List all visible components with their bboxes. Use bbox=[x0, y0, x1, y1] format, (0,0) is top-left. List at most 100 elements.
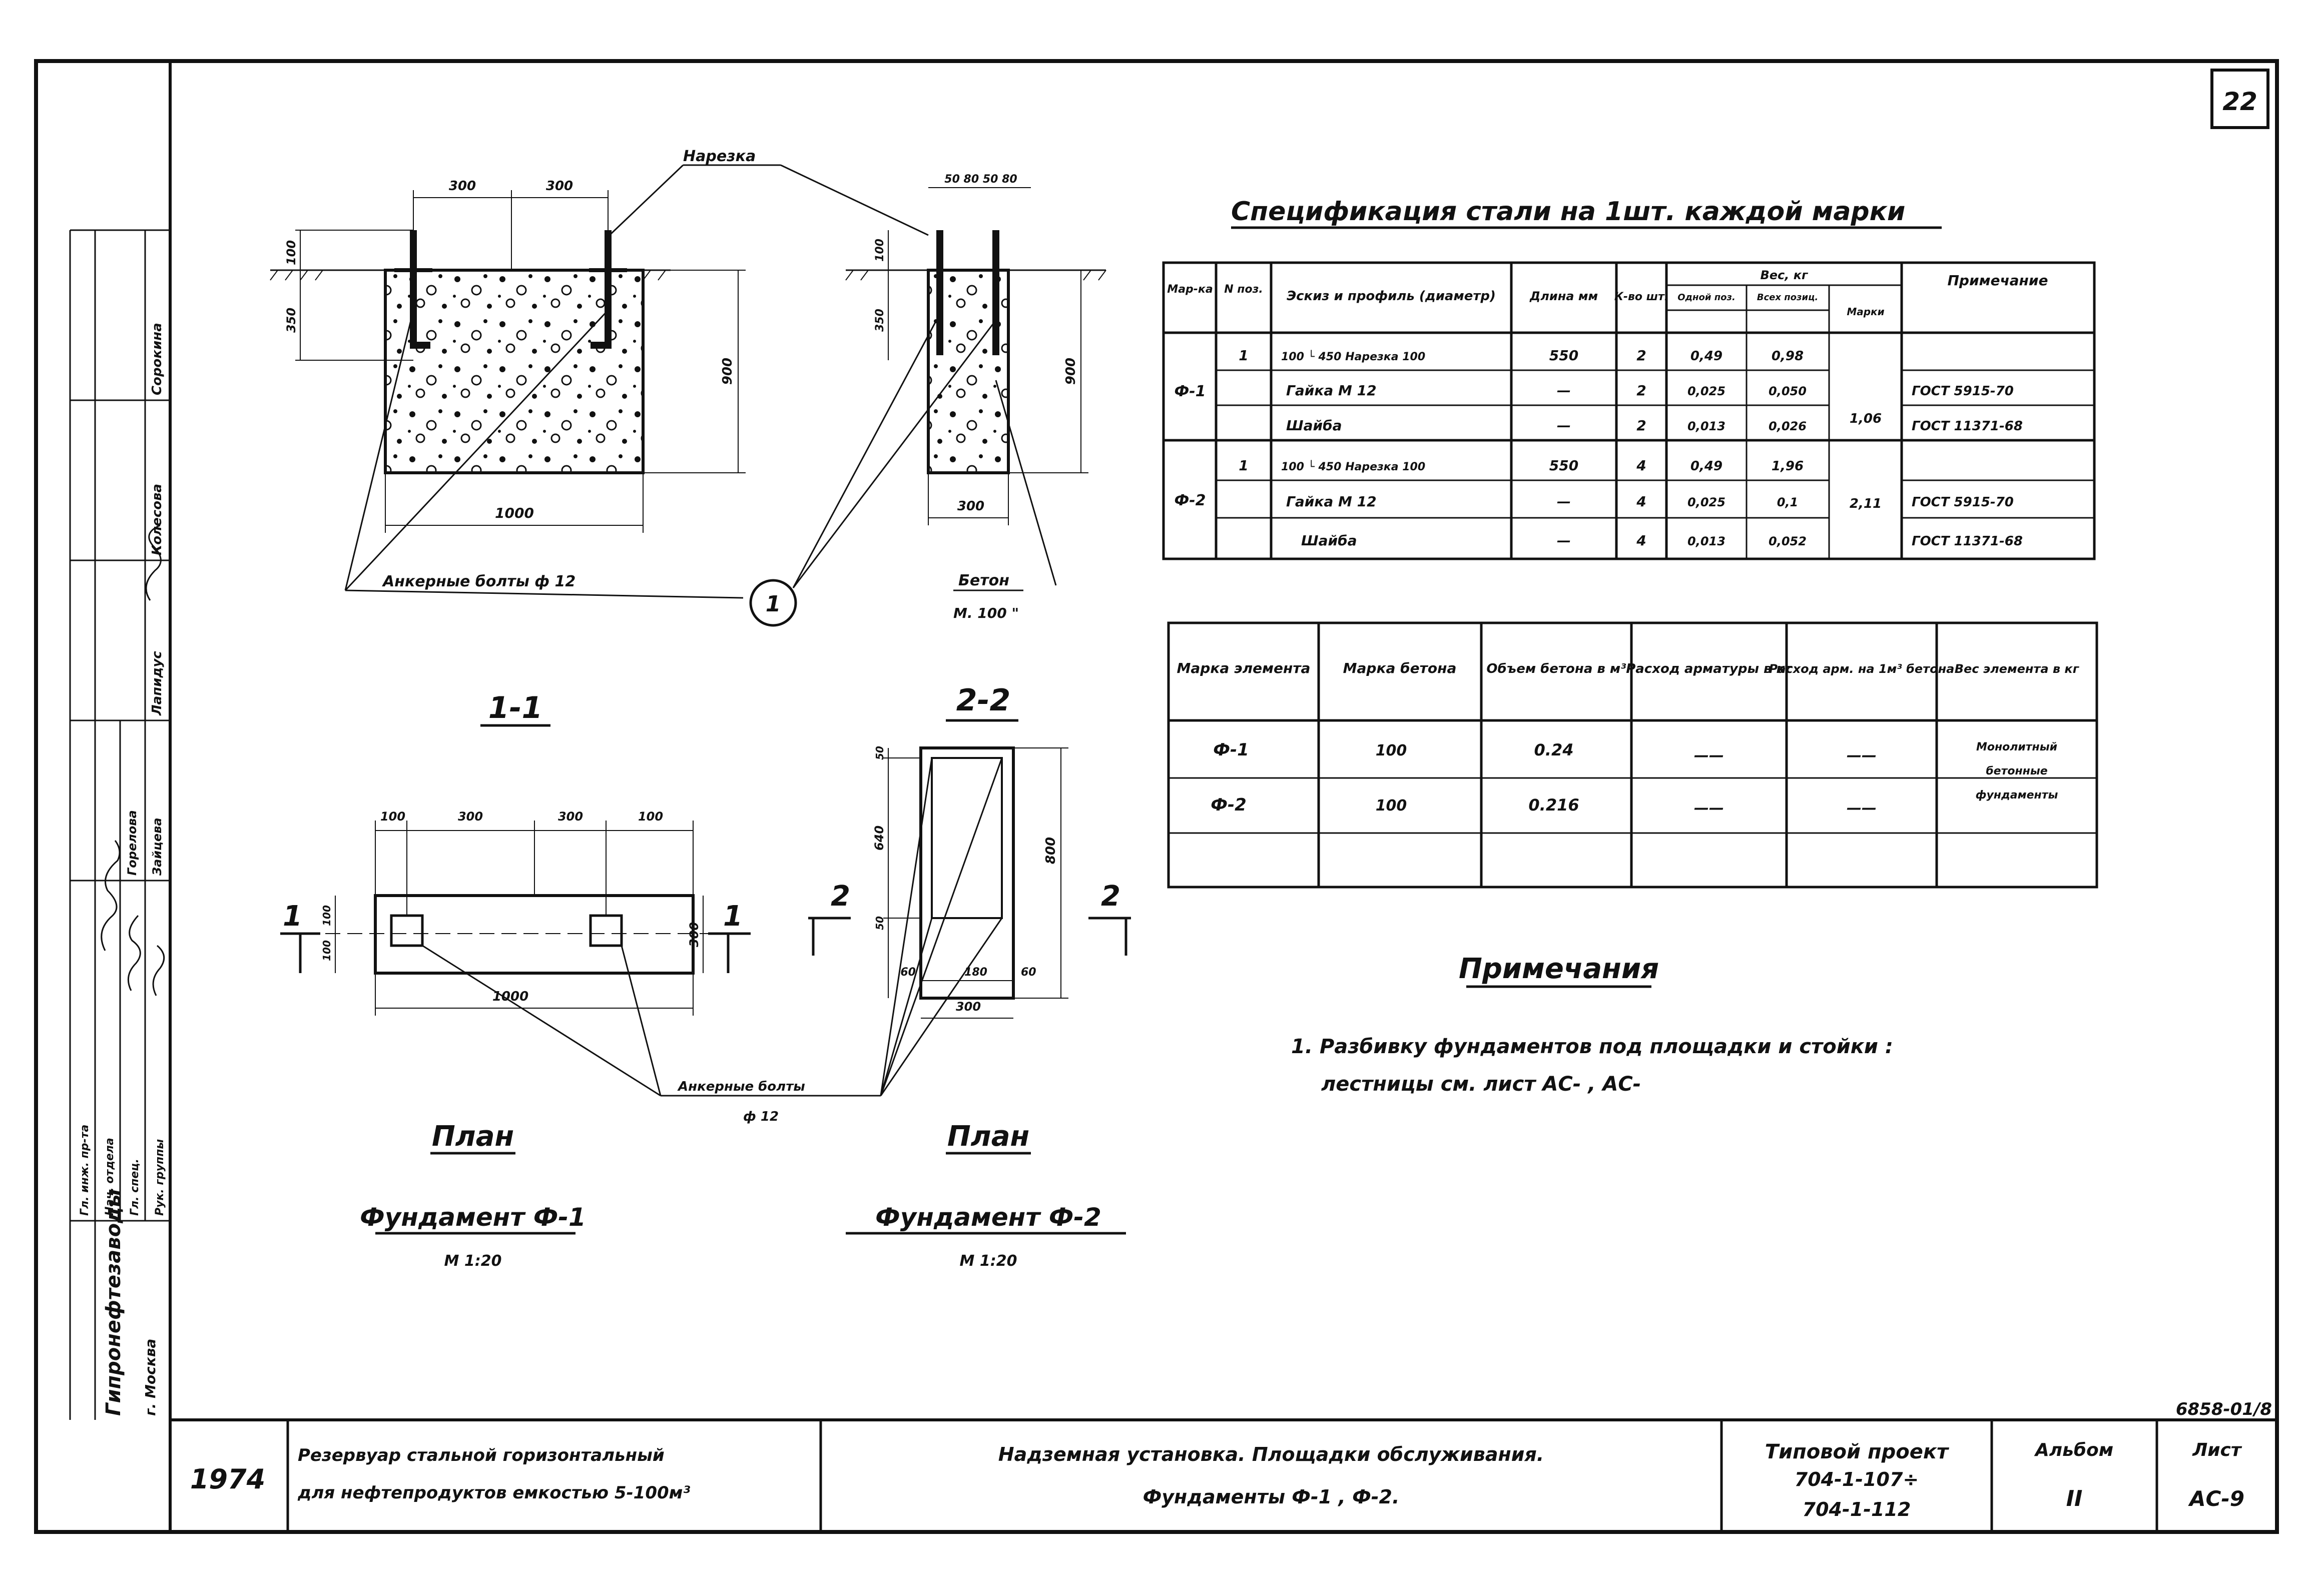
concrete-fill bbox=[385, 270, 643, 473]
el-r2-rebar-m3: —— bbox=[1847, 800, 1877, 817]
spec-r4-sketch: 100 └ 450 Нарезка 100 bbox=[1281, 460, 1425, 473]
dim-s22-top: 50 80 50 80 bbox=[944, 173, 1017, 186]
stamp-name-4: Горелова bbox=[125, 810, 139, 876]
album-label: Альбом bbox=[2034, 1440, 2113, 1460]
stamp-role-2: Нач. отдела bbox=[104, 1138, 116, 1216]
spec-r5-length: — bbox=[1557, 493, 1571, 510]
notes-title: Примечания bbox=[1459, 953, 1659, 985]
dim-s11-right: 900 bbox=[720, 358, 735, 385]
sheet-frame bbox=[34, 59, 2279, 1534]
album-value: II bbox=[2066, 1486, 2083, 1511]
spec-r1-qty: 2 bbox=[1636, 347, 1646, 364]
dim-p1-top-3: 300 bbox=[558, 810, 583, 824]
dim-p2-bottom-3: 60 bbox=[1021, 966, 1036, 979]
section-2-2-title: 2-2 bbox=[956, 683, 1010, 718]
notes-line-2: лестницы см. лист АС- , АС- bbox=[1321, 1073, 1641, 1096]
el-weight-note-3: фундаменты bbox=[1976, 789, 2058, 802]
plan-f2-bolt-frame bbox=[931, 757, 1003, 919]
el-r1-rebar: —— bbox=[1694, 747, 1724, 764]
spec-r1-w-one: 0,49 bbox=[1690, 349, 1722, 364]
spec-h-pos: N поз. bbox=[1224, 283, 1263, 296]
spec-r1-sketch: 100 └ 450 Нарезка 100 bbox=[1281, 350, 1425, 363]
foundation-f2-title: Фундамент Ф-2 bbox=[875, 1203, 1101, 1232]
spec-r5-sketch: Гайка М 12 bbox=[1286, 493, 1377, 510]
bolt-box-left bbox=[390, 914, 424, 947]
foundation-outline bbox=[384, 269, 645, 474]
spec-r5-qty: 4 bbox=[1636, 493, 1646, 510]
spec-r1-w-all: 0,98 bbox=[1772, 349, 1804, 364]
spec-r3-length: — bbox=[1557, 417, 1571, 434]
bolt-box-right bbox=[589, 914, 623, 947]
stamp-city: г. Москва bbox=[142, 1339, 159, 1416]
dim-s22-left-a: 100 bbox=[874, 239, 886, 262]
dim-p2-left-1: 50 bbox=[874, 746, 886, 760]
spec-h-w-mark: Марки bbox=[1847, 306, 1884, 318]
spec-r2-note: ГОСТ 5915-70 bbox=[1912, 384, 2014, 399]
spec-r2-w-all: 0,050 bbox=[1769, 384, 1807, 398]
section-mark-1-right: 1 bbox=[723, 900, 743, 933]
concrete-grade: М. 100 " bbox=[953, 605, 1019, 621]
spec-r3-note: ГОСТ 11371-68 bbox=[1912, 419, 2023, 434]
spec-r3-sketch: Шайба bbox=[1286, 417, 1342, 434]
spec-r2-qty: 2 bbox=[1636, 382, 1646, 399]
project-number-1: 704-1-107÷ bbox=[1795, 1468, 1919, 1490]
spec-f1-w-mark: 1,06 bbox=[1850, 411, 1882, 426]
spec-mark-f2: Ф-2 bbox=[1174, 492, 1206, 509]
signature-3 bbox=[127, 915, 141, 991]
spec-r4-qty: 4 bbox=[1636, 457, 1646, 474]
spec-r6-note: ГОСТ 11371-68 bbox=[1912, 534, 2023, 549]
stamp-name-1: Сорокина bbox=[150, 323, 165, 395]
object-name-line2: для нефтепродуктов емкостью 5-100м³ bbox=[297, 1483, 690, 1503]
el-h-mark: Марка элемента bbox=[1177, 660, 1311, 676]
dim-s22-left-b: 350 bbox=[874, 309, 886, 332]
spec-r3-w-one: 0,013 bbox=[1687, 419, 1725, 433]
spec-r4-pos: 1 bbox=[1239, 457, 1248, 474]
dim-s11-top-b: 300 bbox=[546, 179, 573, 194]
spec-r5-note: ГОСТ 5915-70 bbox=[1912, 495, 2014, 510]
dim-p1-right: 300 bbox=[687, 922, 701, 947]
spec-r2-w-one: 0,025 bbox=[1687, 384, 1725, 398]
sheet-title-line1: Надземная установка. Площадки обслуживан… bbox=[998, 1443, 1544, 1465]
object-name-line1: Резервуар стальной горизонтальный bbox=[298, 1445, 665, 1465]
section-mark-1-left: 1 bbox=[283, 900, 302, 933]
spec-r2-length: — bbox=[1557, 382, 1571, 399]
section-mark-2-left: 2 bbox=[831, 880, 850, 913]
stamp-name-3: Лапидус bbox=[150, 651, 165, 716]
callout-circle bbox=[749, 579, 797, 627]
section-1-1-drawing: 300 300 100 350 900 1000 Нарезка Анкерны… bbox=[270, 148, 929, 727]
spec-h-w-all: Всех позиц. bbox=[1757, 292, 1819, 303]
sheet-value: АС-9 bbox=[2188, 1486, 2244, 1511]
side-stamp: Сорокина Колесова Лапидус Горелова Зайце… bbox=[69, 229, 170, 1420]
sheet-title-line2: Фундаменты Ф-1 , Ф-2. bbox=[1143, 1486, 1400, 1508]
dim-p2-left-3: 50 bbox=[874, 916, 886, 930]
spec-title: Спецификация стали на 1шт. каждой марки bbox=[1231, 197, 1905, 227]
spec-r4-length: 550 bbox=[1549, 457, 1578, 474]
dim-s11-left-b: 350 bbox=[284, 308, 298, 333]
spec-r6-w-one: 0,013 bbox=[1687, 534, 1725, 548]
plan-f2-drawing: 50 640 50 800 60 180 60 300 2 2 План Фун… bbox=[808, 746, 1131, 1270]
spec-r6-length: — bbox=[1557, 532, 1571, 549]
el-h-concrete: Марка бетона bbox=[1343, 660, 1457, 676]
stamp-role-4: Рук. группы bbox=[154, 1139, 166, 1216]
foundation-f1-title: Фундамент Ф-1 bbox=[360, 1203, 586, 1232]
spec-r5-w-all: 0,1 bbox=[1777, 495, 1799, 509]
el-r2-concrete: 100 bbox=[1376, 797, 1407, 815]
spec-r5-w-one: 0,025 bbox=[1687, 495, 1725, 509]
steel-spec-table: Спецификация стали на 1шт. каждой марки … bbox=[1162, 197, 2096, 560]
threaded-label: Нарезка bbox=[683, 148, 756, 165]
el-r1-concrete: 100 bbox=[1376, 742, 1407, 759]
section-mark-2-right: 2 bbox=[1101, 880, 1120, 913]
section-2-2-drawing: 50 80 50 80 100 350 900 300 Бетон М. 100… bbox=[792, 173, 1106, 722]
stamp-org: Гипронефтезаводы bbox=[102, 1189, 125, 1416]
spec-r1-pos: 1 bbox=[1239, 347, 1248, 364]
drawing-code: 6858-01/8 bbox=[2176, 1399, 2272, 1419]
spec-r1-length: 550 bbox=[1549, 347, 1578, 364]
el-h-weight: Вес элемента в кг bbox=[1955, 662, 2080, 676]
stamp-role-3: Гл. спец. bbox=[129, 1159, 141, 1216]
dim-p2-right: 800 bbox=[1043, 837, 1058, 864]
notes-block: Примечания 1. Разбивку фундаментов под п… bbox=[1291, 953, 1893, 1096]
dim-p1-left-1: 100 bbox=[321, 905, 333, 926]
dim-s22-bottom: 300 bbox=[957, 499, 984, 514]
concrete-label: Бетон bbox=[958, 572, 1009, 589]
